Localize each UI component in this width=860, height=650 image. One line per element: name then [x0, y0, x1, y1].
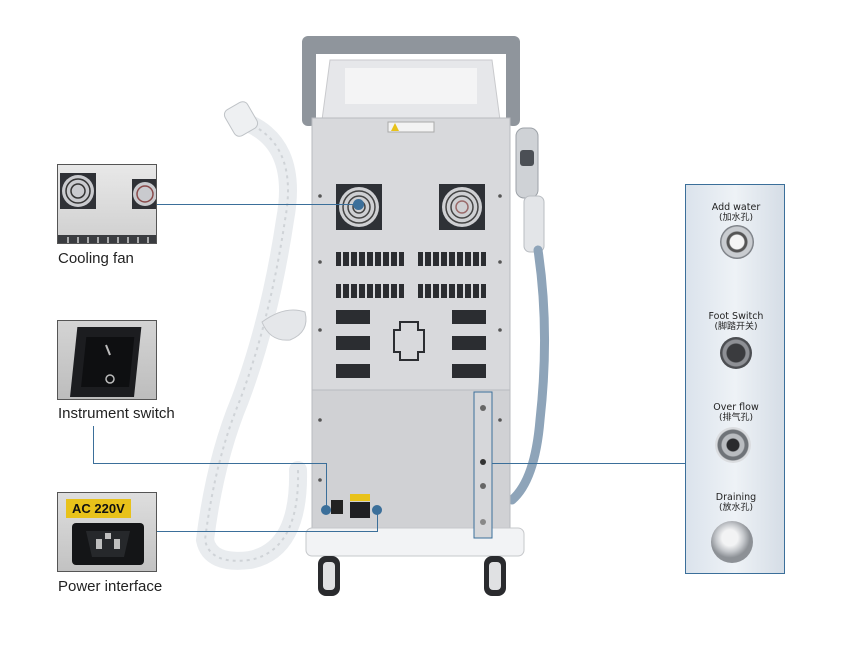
port-label-over-flow: Over flow	[713, 402, 759, 413]
ac-voltage-tag: AC 220V	[66, 499, 131, 518]
port-label-draining: Draining	[715, 492, 757, 503]
fan-closeup-icon	[58, 173, 156, 243]
port-label-foot-switch: Foot Switch	[708, 311, 764, 322]
switch-leader-dot	[321, 505, 331, 515]
port-sub-over-flow: (排气孔)	[718, 413, 754, 423]
cooling-fan-leader-line	[157, 204, 359, 205]
add-water-port-icon	[720, 225, 754, 259]
power-leader-dot	[372, 505, 382, 515]
switch-leader-vertical	[93, 426, 94, 464]
instrument-switch-closeup	[57, 320, 157, 400]
switch-leader-horizontal	[93, 463, 326, 464]
port-sub-add-water: (加水孔)	[718, 213, 754, 223]
ports-leader-line	[492, 463, 685, 464]
port-sub-foot-switch: (脚踏开关)	[714, 322, 758, 332]
cooling-fan-closeup	[57, 164, 157, 244]
port-sub-draining: (放水孔)	[718, 503, 754, 513]
cooling-fan-leader-dot	[353, 199, 364, 210]
ports-detail-panel: Add water (加水孔) Foot Switch (脚踏开关) Over …	[685, 184, 785, 574]
power-socket-icon	[72, 523, 144, 565]
power-leader-horizontal	[157, 531, 378, 532]
port-label-add-water: Add water	[711, 202, 761, 213]
instrument-switch-label: Instrument switch	[58, 405, 175, 422]
foot-switch-port-icon	[720, 337, 752, 369]
power-interface-closeup: AC 220V	[57, 492, 157, 572]
over-flow-port-icon	[715, 427, 751, 463]
power-interface-label: Power interface	[58, 578, 163, 595]
rocker-switch-icon	[70, 327, 142, 397]
switch-leader-drop	[326, 463, 327, 509]
draining-port-icon	[711, 521, 753, 563]
power-leader-rise	[377, 512, 378, 532]
cooling-fan-label: Cooling fan	[58, 250, 134, 267]
